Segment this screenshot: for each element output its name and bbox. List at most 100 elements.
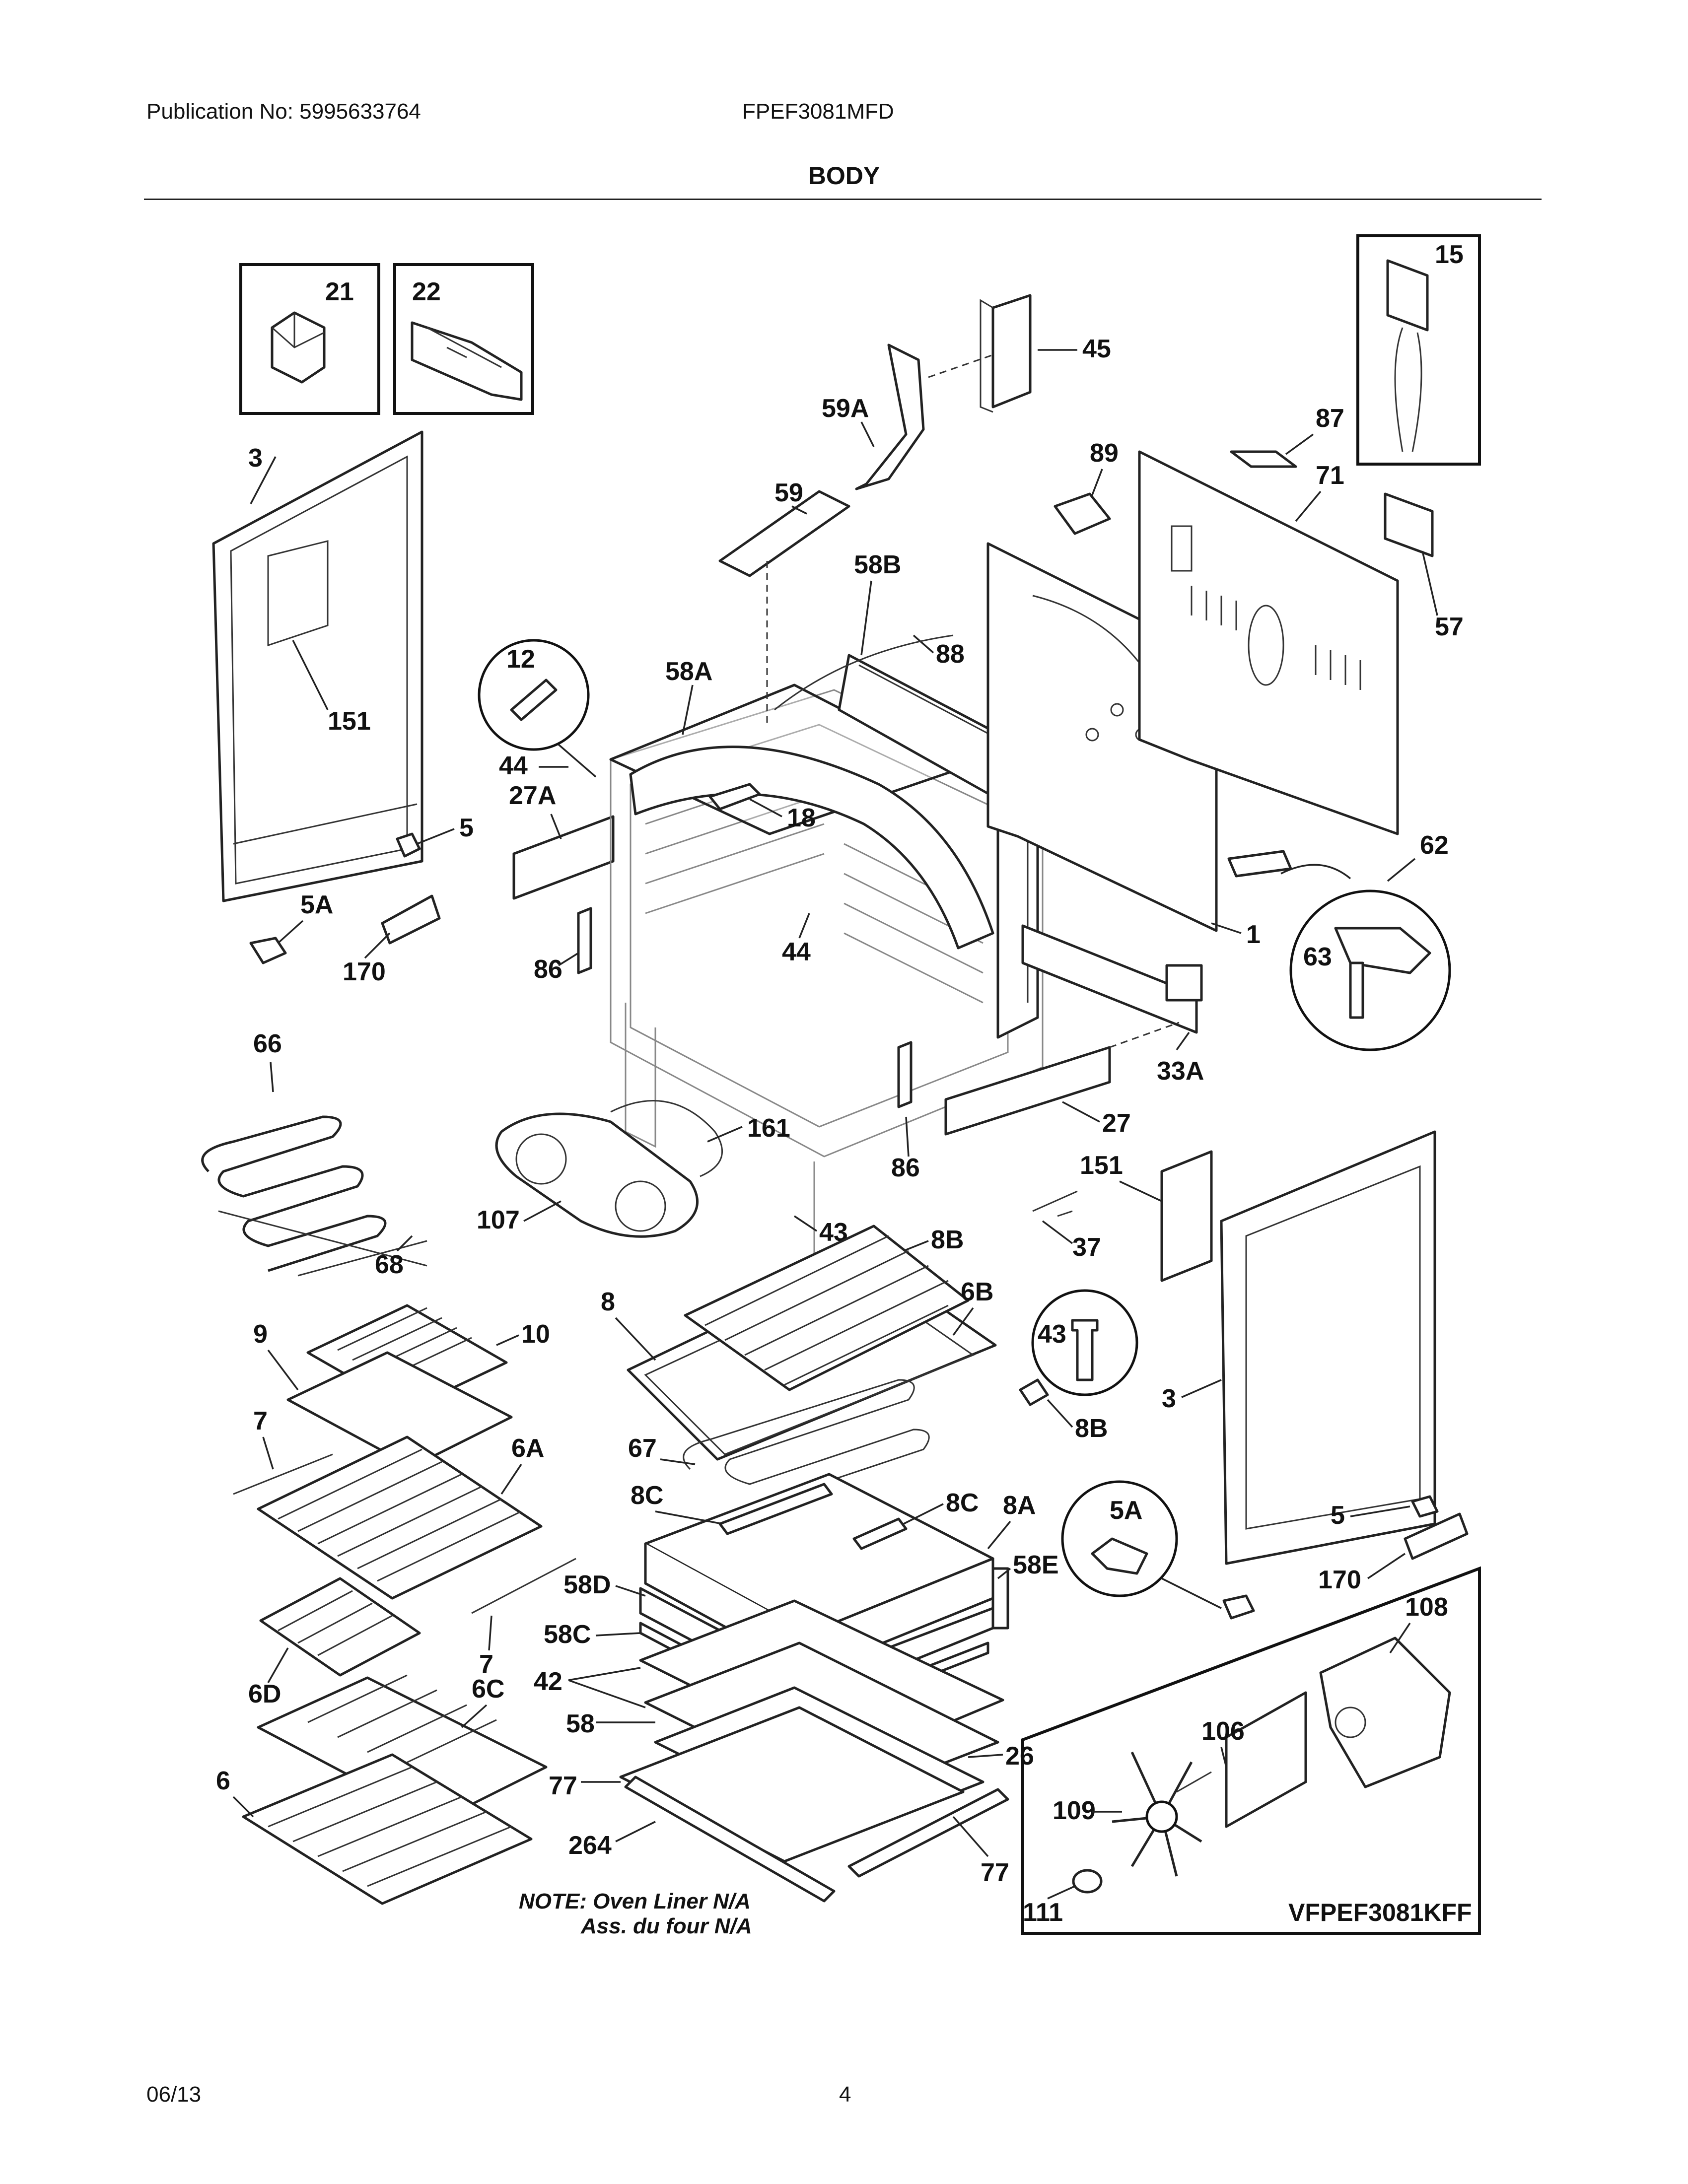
publication-date: 06/13 [146, 2082, 202, 2107]
callout-62: 62 [1420, 831, 1449, 860]
callout-5-left: 5 [459, 814, 474, 842]
callout-5-right: 5 [1331, 1501, 1345, 1530]
callout-58: 58 [566, 1709, 595, 1738]
callout-67: 67 [628, 1434, 657, 1463]
page-title: BODY [808, 162, 880, 190]
part-15-box: 15 [1356, 234, 1481, 466]
callout-27: 27 [1102, 1109, 1131, 1138]
callout-161: 161 [747, 1114, 790, 1143]
callout-37: 37 [1072, 1233, 1101, 1262]
broil-element-67: 67 [628, 1379, 930, 1505]
callout-3-left: 3 [248, 444, 263, 473]
part-27a: 27A [509, 781, 615, 900]
part-5a-circle: 5A [1061, 1480, 1222, 1609]
rack-6d: 6D [248, 1577, 421, 1708]
callout-59: 59 [774, 478, 803, 507]
callout-106: 106 [1201, 1717, 1245, 1746]
callout-6: 6 [216, 1767, 230, 1795]
rack-6b: 6B [684, 1225, 993, 1391]
callout-108: 108 [1405, 1593, 1448, 1622]
title-rule [144, 199, 1542, 200]
callout-10: 10 [521, 1320, 550, 1349]
rack-6c: 6C [257, 1674, 548, 1823]
model-number: FPEF3081MFD [742, 99, 894, 124]
callout-8c-right: 8C [946, 1489, 979, 1517]
callout-58c: 58C [544, 1620, 591, 1649]
part-12-circle: 12 [478, 639, 597, 778]
callout-3-right: 3 [1162, 1384, 1176, 1413]
callout-44-a: 44 [499, 751, 528, 780]
broiler-pan-9: 9 [253, 1320, 513, 1468]
callout-86-right: 86 [891, 1154, 920, 1182]
note-line-1: NOTE: Oven Liner N/A [519, 1889, 751, 1913]
callout-77-right: 77 [981, 1858, 1009, 1887]
callout-86-left: 86 [534, 955, 563, 984]
callout-77-left: 77 [549, 1772, 577, 1800]
callout-26: 26 [1005, 1742, 1034, 1771]
callout-45: 45 [1082, 335, 1111, 363]
callout-71: 71 [1316, 461, 1344, 490]
callout-5a-left: 5A [300, 890, 333, 919]
callout-7-a: 7 [253, 1407, 268, 1435]
callout-63: 63 [1303, 943, 1332, 971]
rack-6: 6 [216, 1753, 533, 1905]
inset-model-number: VFPEF3081KFF [1288, 1899, 1472, 1926]
callout-8c-left: 8C [631, 1481, 663, 1510]
callout-89: 89 [1090, 439, 1119, 468]
callout-111: 111 [1023, 1898, 1063, 1927]
side-panel-left: 3 151 [212, 430, 423, 902]
bake-element: 66 68 [201, 1029, 427, 1279]
callout-44-b: 44 [782, 938, 811, 966]
callout-88: 88 [936, 640, 965, 669]
callout-58b: 58B [854, 550, 901, 579]
page-number: 4 [839, 2082, 851, 2107]
publication-number: Publication No: 5995633764 [146, 99, 421, 124]
callout-57: 57 [1435, 613, 1464, 641]
callout-42: 42 [534, 1667, 563, 1696]
callout-58e: 58E [1013, 1551, 1059, 1579]
callout-68: 68 [375, 1250, 404, 1279]
callout-87: 87 [1316, 404, 1344, 433]
callout-9: 9 [253, 1320, 268, 1349]
part-63-circle: 63 [1289, 889, 1451, 1051]
rear-cover-71: 71 [1138, 450, 1399, 835]
callout-264: 264 [568, 1831, 612, 1860]
callout-109: 109 [1053, 1796, 1096, 1825]
convection-cover: 107 161 [477, 1100, 790, 1238]
note-line-2: Ass. du four N/A [580, 1914, 752, 1938]
callout-6a: 6A [511, 1434, 544, 1463]
callout-151-right: 151 [1080, 1151, 1123, 1180]
part-22-box: 22 [393, 263, 534, 415]
callout-6d: 6D [248, 1680, 281, 1708]
callout-8b-b: 8B [1075, 1414, 1108, 1443]
callout-22: 22 [412, 277, 441, 306]
callout-58d: 58D [563, 1570, 611, 1599]
callout-6b: 6B [961, 1278, 993, 1306]
callout-58a: 58A [665, 657, 712, 686]
callout-12: 12 [506, 645, 535, 674]
callout-170-left: 170 [343, 957, 386, 986]
callout-59a: 59A [822, 394, 869, 423]
convection-fan-inset: 108 106 109 111 VFPEF3081KFF [1021, 1566, 1481, 1935]
callout-1: 1 [1246, 920, 1261, 949]
callout-7-b: 7 [479, 1650, 493, 1679]
callout-8b-a: 8B [931, 1226, 964, 1254]
callout-21: 21 [325, 277, 354, 306]
rack-6a: 6A [257, 1434, 544, 1600]
callout-8: 8 [601, 1288, 615, 1316]
callout-170-right: 170 [1318, 1566, 1361, 1594]
part-21-box: 21 [239, 263, 380, 415]
callout-66: 66 [253, 1029, 282, 1058]
callout-107: 107 [477, 1206, 520, 1234]
callout-33a: 33A [1157, 1057, 1204, 1086]
callout-151-left: 151 [328, 707, 371, 736]
callout-5a-right: 5A [1110, 1496, 1142, 1525]
lower-panels [619, 1587, 1004, 1863]
callout-18: 18 [787, 804, 816, 832]
callout-6c: 6C [472, 1675, 504, 1704]
callout-27a: 27A [509, 781, 556, 810]
part-43-circle: 43 [1031, 1289, 1138, 1396]
callout-8a: 8A [1003, 1491, 1036, 1520]
callout-15: 15 [1435, 240, 1464, 269]
